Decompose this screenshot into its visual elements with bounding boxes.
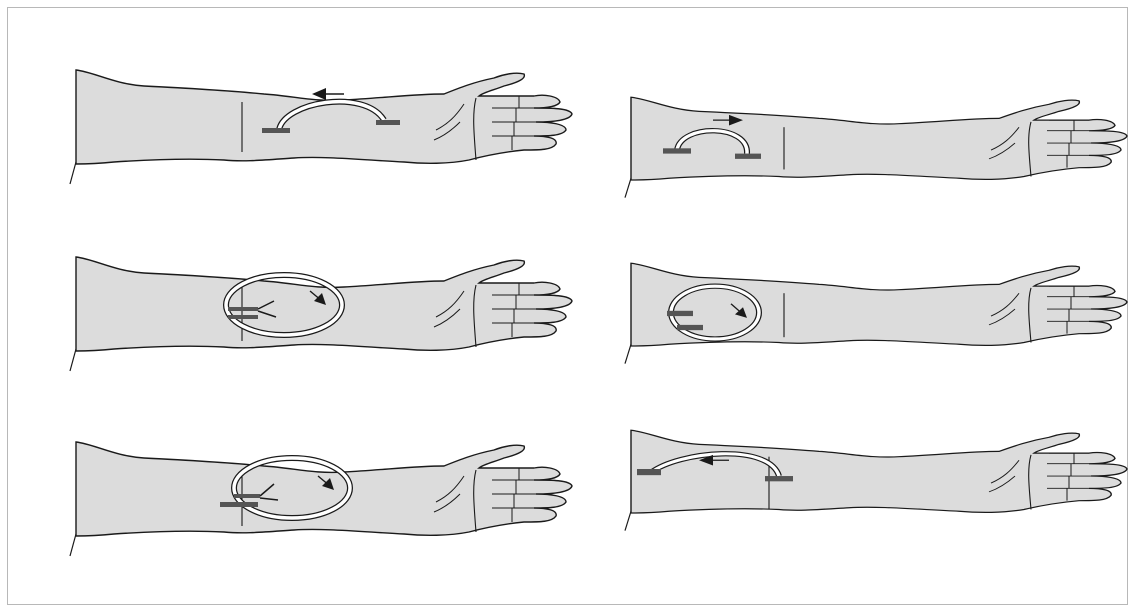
venous-connector	[765, 476, 793, 481]
arterial-connector	[637, 469, 661, 475]
flow-arrow-icon	[312, 88, 326, 100]
panel-left-row2	[70, 257, 572, 371]
venous-connector	[376, 120, 400, 125]
arterial-connector	[262, 128, 290, 133]
arterial-connector	[220, 502, 258, 507]
panel-right-row2	[625, 263, 1127, 363]
venous-connector	[735, 154, 761, 159]
venous-connector	[677, 325, 703, 330]
arterial-connector	[667, 311, 693, 316]
panel-right-row3	[625, 430, 1127, 530]
arterial-connector	[663, 148, 691, 153]
venous-connector	[234, 494, 260, 498]
venous-connector	[228, 315, 258, 319]
panel-right-row1	[625, 97, 1127, 197]
panel-left-row1	[70, 70, 572, 184]
arterial-connector	[228, 307, 258, 311]
panel-left-row3	[70, 442, 572, 556]
